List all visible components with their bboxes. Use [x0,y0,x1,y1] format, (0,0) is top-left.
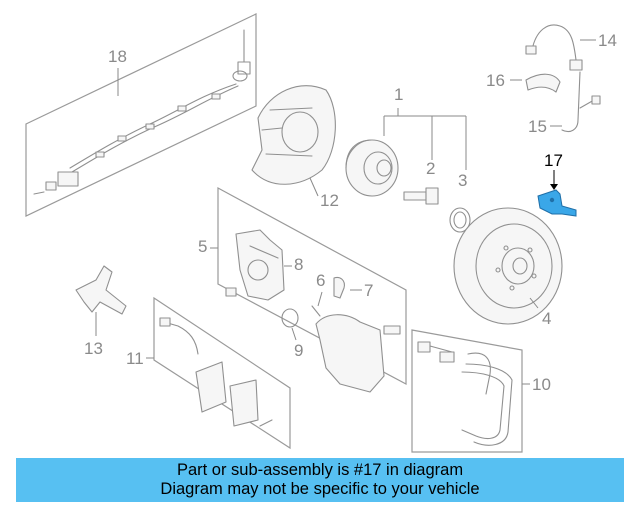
wheel-hub [345,139,399,197]
abs-sensor-highlighted [537,189,577,217]
caliper-kit-panel [217,186,407,393]
callout-9: 9 [294,341,303,360]
callout-14: 14 [598,31,617,50]
part-info-banner: Part or sub-assembly is #17 in diagram D… [16,458,624,502]
abs-sensor-body [537,189,577,217]
brake-line [561,71,601,133]
callout-6: 6 [316,271,325,290]
brake-disc [453,207,563,325]
callout-2: 2 [426,159,435,178]
callout-8: 8 [294,255,303,274]
abs-sensor-wire-panel [25,13,257,217]
caliper-seal-ring [281,308,299,328]
callout-5: 5 [198,237,207,256]
banner-line-disclaimer: Diagram may not be specific to your vehi… [160,480,480,498]
callout-13: 13 [84,339,103,358]
banner-line-part: Part or sub-assembly is #17 in diagram [176,461,464,479]
brake-hose [525,24,583,71]
brake-pad-panel [153,296,291,450]
callout-12: 12 [320,191,339,210]
callout-7: 7 [364,281,373,300]
splash-shield [251,85,336,185]
callout-15: 15 [528,117,547,136]
hose-bracket [525,73,561,93]
arrow-head-icon [550,184,558,190]
callout-18: 18 [108,47,127,66]
guide-pin-panel [411,329,523,453]
callout-11: 11 [126,349,144,368]
brake-bracket [75,265,127,315]
callout-4: 4 [542,309,551,328]
callout-3: 3 [458,171,467,190]
hub-bolt [403,187,439,205]
parts-diagram: 18 1 2 3 12 14 16 15 [25,13,617,453]
seal-ring [449,207,471,233]
callout-1: 1 [394,85,403,104]
callout-17: 17 [544,151,563,170]
callout-10: 10 [532,375,551,394]
callout-16: 16 [486,71,505,90]
